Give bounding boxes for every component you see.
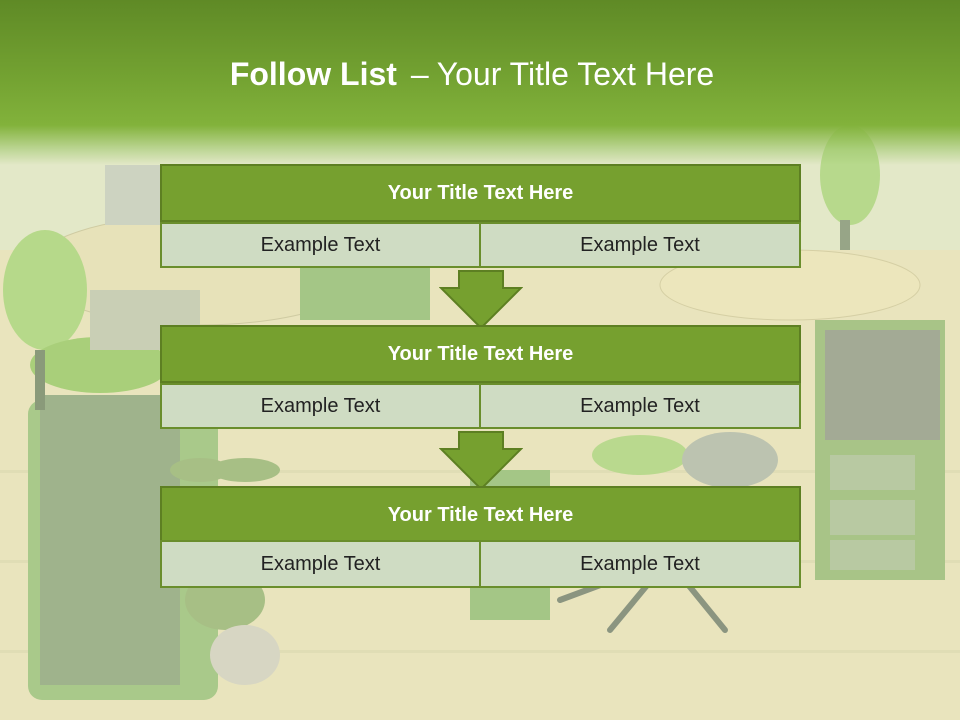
cell-text: Example Text xyxy=(260,233,381,256)
cell-text: Example Text xyxy=(580,552,700,575)
down-arrow-icon xyxy=(439,270,523,330)
slide-title-separator: – xyxy=(410,56,429,92)
step-title-box[interactable]: Your Title Text Here xyxy=(160,325,801,383)
step-cell-left[interactable]: Example Text xyxy=(160,383,481,429)
slide-title: Follow List–Your Title Text Here xyxy=(0,56,944,93)
step-title: Your Title Text Here xyxy=(387,181,574,204)
step-cell-left[interactable]: Example Text xyxy=(160,540,481,588)
cell-text: Example Text xyxy=(580,233,700,256)
slide-title-bold: Follow List xyxy=(229,56,397,92)
cell-text: Example Text xyxy=(580,394,700,417)
step-cell-left[interactable]: Example Text xyxy=(160,222,481,268)
slide-title-rest: Your Title Text Here xyxy=(436,56,715,92)
title-header-band xyxy=(0,0,960,165)
step-title: Your Title Text Here xyxy=(387,503,574,526)
step-title: Your Title Text Here xyxy=(387,342,574,365)
down-arrow-icon xyxy=(439,431,523,491)
cell-text: Example Text xyxy=(260,394,381,417)
step-title-box[interactable]: Your Title Text Here xyxy=(160,164,801,222)
step-title-box[interactable]: Your Title Text Here xyxy=(160,486,801,544)
cell-text: Example Text xyxy=(260,552,381,575)
step-cell-right[interactable]: Example Text xyxy=(479,383,801,429)
step-cell-right[interactable]: Example Text xyxy=(479,540,801,588)
step-cell-right[interactable]: Example Text xyxy=(479,222,801,268)
